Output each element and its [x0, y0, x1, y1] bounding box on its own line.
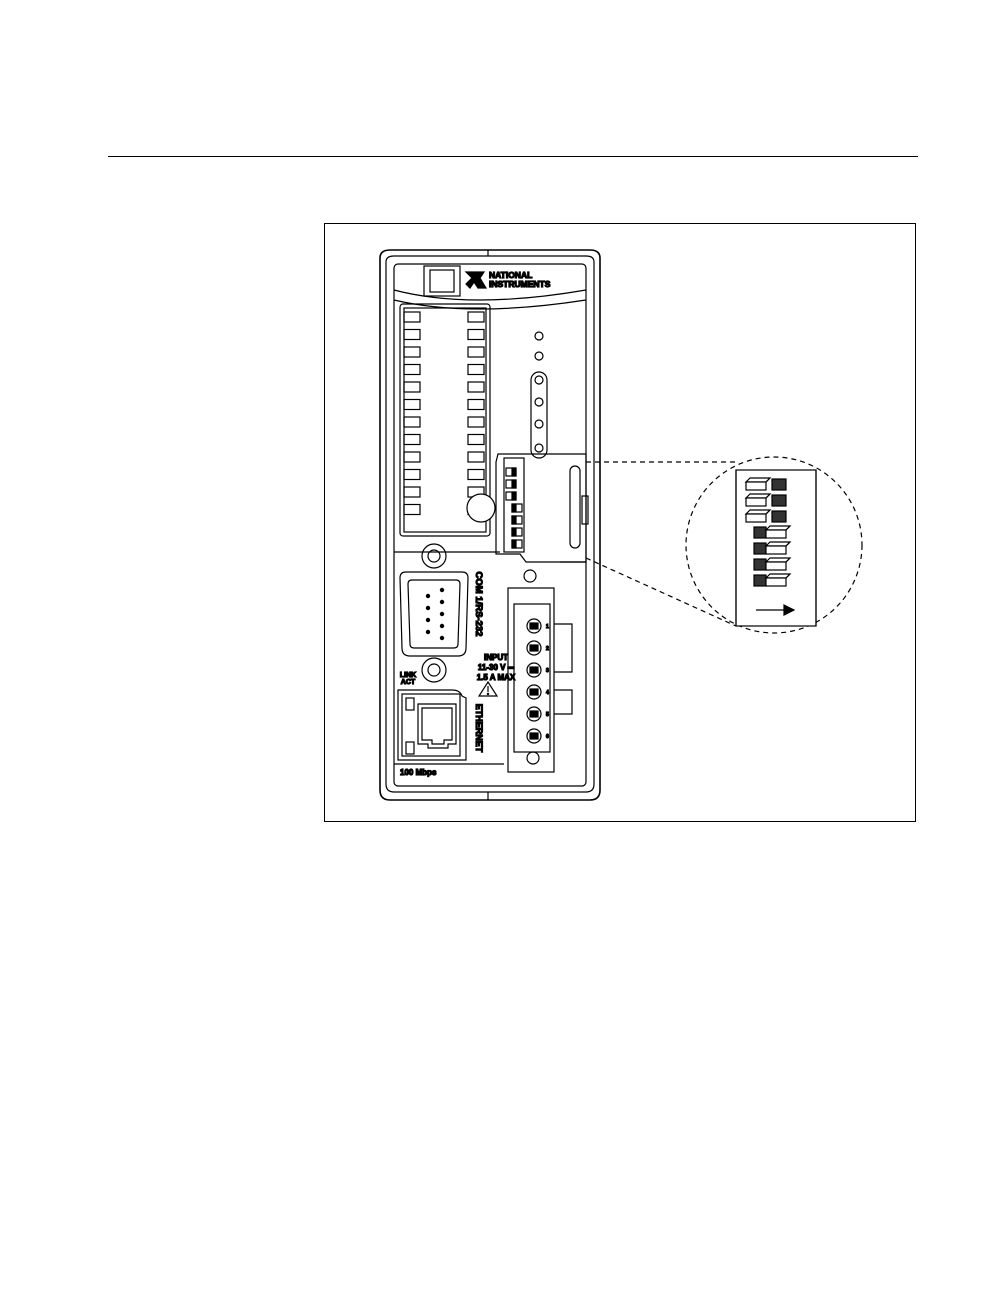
device-dip-switches [506, 468, 522, 548]
slot-tooth-left [404, 417, 420, 427]
slot-tooth-left [404, 505, 420, 515]
dip-switch-lever [512, 468, 516, 476]
callout [586, 457, 862, 633]
led-6 [535, 444, 543, 452]
terminal-pin-number: 3 [546, 668, 549, 674]
slot-tooth-left [404, 400, 420, 410]
callout-dip-base [772, 511, 786, 522]
status-leds [531, 332, 547, 458]
link-led [406, 698, 414, 710]
thumbscrew [467, 494, 495, 522]
terminal-screw-slot [530, 689, 538, 695]
link-label: LINK [400, 672, 416, 679]
power-terminal[interactable]: 1 2 3 4 5 6 [508, 570, 572, 772]
terminal-screw-slot [530, 667, 538, 673]
slot-tooth-right [468, 417, 484, 427]
callout-dip-lever[interactable] [746, 482, 766, 490]
dip-switch-lever [512, 540, 516, 548]
slot-tooth-left [404, 435, 420, 445]
warning-icon [479, 682, 497, 696]
terminal-pin-number: 4 [546, 690, 549, 696]
ethernet-port[interactable] [398, 690, 466, 760]
slot-tooth-left [404, 452, 420, 462]
callout-dip-base [754, 527, 766, 538]
led-2 [535, 352, 543, 360]
callout-dip-lever[interactable] [746, 498, 766, 506]
slot-tooth-right [468, 400, 484, 410]
slot-tooth-left [404, 470, 420, 480]
led-1 [535, 332, 543, 340]
com-port-label: COM 1/RS-232 [473, 572, 484, 637]
terminal-pin-number: 6 [546, 734, 549, 740]
slot-tooth-right [468, 330, 484, 340]
ni-eagle-icon [466, 272, 486, 288]
dip-switch-lever [512, 516, 516, 524]
act-led [406, 742, 414, 754]
terminal-screw-slot [530, 645, 538, 651]
input-label-2: 11-30 V ⎓ [478, 663, 515, 672]
slot-tooth-right [468, 470, 484, 480]
callout-dip-lever[interactable] [746, 514, 766, 522]
dip-switch-lever [512, 528, 516, 536]
serial-port[interactable] [400, 544, 468, 682]
callout-dip-base [754, 559, 766, 570]
db9-pin [440, 600, 443, 603]
terminal-pin-number: 2 [546, 646, 549, 652]
slot-tooth-left [404, 365, 420, 375]
slot-tooth-right [468, 452, 484, 462]
terminal-screw-slot [530, 623, 538, 629]
terminal-pin-number: 5 [546, 712, 549, 718]
slot-tooth-right [468, 382, 484, 392]
db9-pin [426, 630, 429, 633]
slot-tooth-left [404, 487, 420, 497]
slot-tooth-left [404, 312, 420, 322]
terminal-pin-number: 1 [546, 624, 549, 630]
terminal-screw-slot [530, 733, 538, 739]
led-3 [535, 376, 543, 384]
callout-dip-lever[interactable] [766, 546, 786, 554]
callout-dip-base [772, 479, 786, 490]
db9-pin [426, 618, 429, 621]
ethernet-label: ETHERNET [474, 704, 484, 753]
callout-dip-lever[interactable] [766, 530, 786, 538]
db9-pin [426, 594, 429, 597]
act-label: ACT [401, 679, 416, 686]
callout-dip-lever[interactable] [766, 562, 786, 570]
led-5 [535, 420, 543, 428]
brand-line-2: INSTRUMENTS [489, 279, 551, 289]
callout-dip-base [754, 543, 766, 554]
db9-pin [440, 612, 443, 615]
slot-tooth-right [468, 365, 484, 375]
slot-tooth-right [468, 347, 484, 357]
callout-dip-lever[interactable] [766, 578, 786, 586]
callout-dip-switches [744, 478, 790, 586]
input-label-3: 1.5 A MAX [477, 673, 516, 682]
slot-tooth-left [404, 347, 420, 357]
speed-label: 100 Mbps [400, 768, 437, 777]
led-4 [535, 398, 543, 406]
callout-dip-base [754, 575, 766, 586]
slot-tooth-left [404, 382, 420, 392]
dip-switch-lever [512, 480, 516, 488]
db9-pin [440, 624, 443, 627]
dip-switch-lever [512, 492, 516, 500]
db9-pin [440, 588, 443, 591]
terminal-screw-slot [530, 711, 538, 717]
input-label-1: INPUT [484, 653, 508, 662]
ni-logo: NATIONAL INSTRUMENTS [466, 270, 551, 289]
slot-tooth-right [468, 312, 484, 322]
db9-pin [426, 606, 429, 609]
slot-tooth-right [468, 435, 484, 445]
callout-dip-base [772, 495, 786, 506]
top-latch [424, 266, 460, 296]
slot-tooth-left [404, 330, 420, 340]
db9-pin [440, 636, 443, 639]
dip-switch-lever [512, 504, 516, 512]
